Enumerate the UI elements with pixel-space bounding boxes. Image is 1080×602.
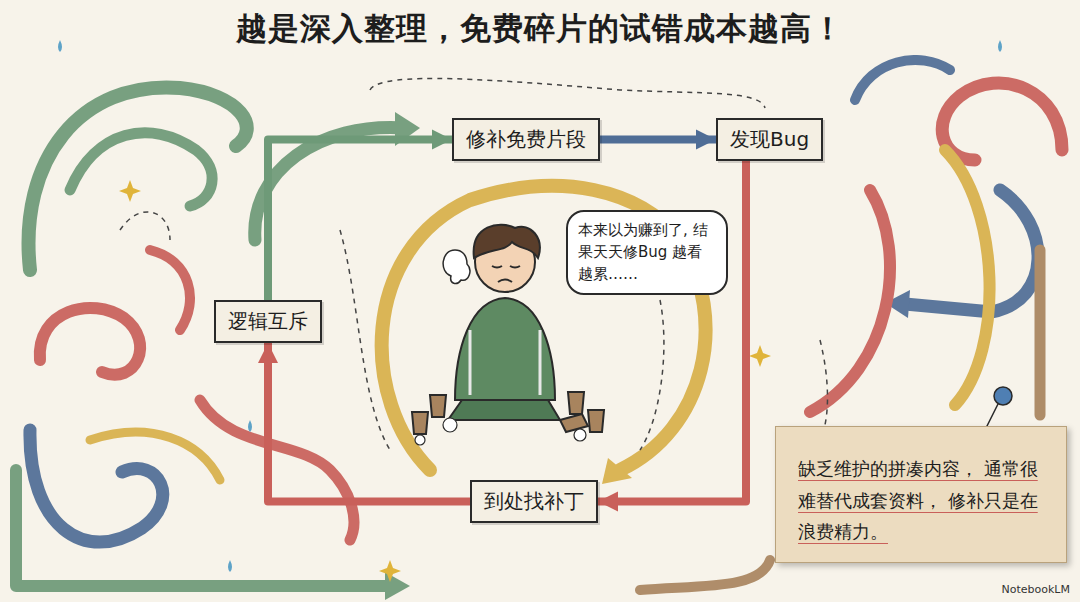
sticky-note: 缺乏维护的拼凑内容， 通常很难替代成套资料， 修补只是在浪费精力。 (775, 426, 1067, 563)
node-text: 发现Bug (730, 127, 809, 151)
process-box: 修补免费片段 (452, 118, 600, 161)
flow-arrow (268, 343, 470, 502)
node-text: 本来以为赚到了, 结果天天修Bug 越看越累…… (578, 221, 708, 283)
node-text: 缺乏维护的拼凑内容， 通常很难替代成套资料， 修补只是在浪费精力。 (798, 458, 1038, 542)
process-box: 逻辑互斥 (214, 300, 322, 343)
diagram-title: 越是深入整理，免费碎片的试错成本越高！ (0, 8, 1080, 50)
speech-bubble: 本来以为赚到了, 结果天天修Bug 越看越累…… (566, 210, 728, 295)
flow-arrow (268, 140, 452, 301)
flow-arrow (600, 136, 716, 144)
process-box: 发现Bug (716, 118, 823, 161)
node-text: 逻辑互斥 (228, 309, 308, 333)
watermark: NotebookLM (1002, 583, 1070, 596)
process-box: 到处找补丁 (470, 480, 598, 523)
node-text: 到处找补丁 (484, 489, 584, 513)
node-text: 修补免费片段 (466, 127, 586, 151)
